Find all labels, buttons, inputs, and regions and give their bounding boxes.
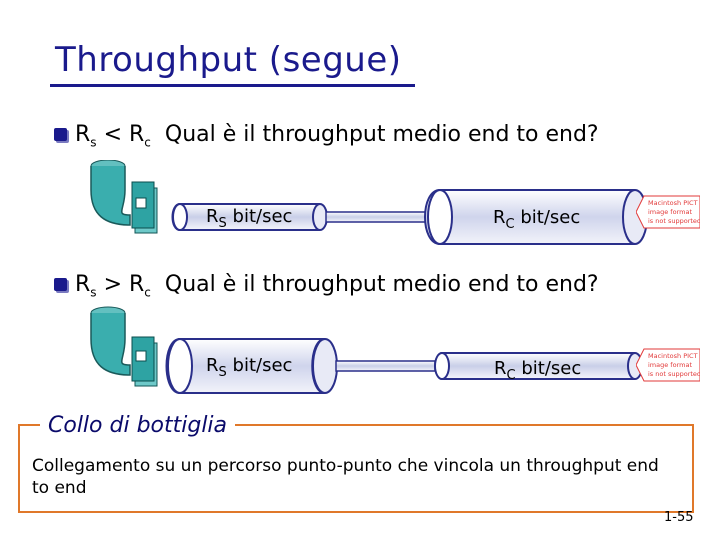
case1-question: Qual è il throughput medio end to end? — [165, 122, 599, 147]
case1-pipe1-label: RS bit/sec — [206, 206, 292, 227]
pipe-connector — [336, 361, 435, 371]
case2-pipe2-label: RC bit/sec — [494, 358, 581, 379]
pict-line-2: image format — [648, 208, 692, 216]
case1-bullet: Rs < Rc Qual è il throughput medio end t… — [54, 122, 599, 149]
source-cylinder-icon — [91, 160, 130, 225]
unsupported-image-placeholder: Macintosh PICT image format is not suppo… — [636, 347, 700, 383]
pict-line-3: is not supported — [648, 217, 700, 225]
case2-bullet: Rs > Rc Qual è il throughput medio end t… — [54, 272, 599, 299]
case2-question: Qual è il throughput medio end to end? — [165, 272, 599, 297]
bullet-square-icon — [54, 128, 67, 141]
case2-pipe1-label: RS bit/sec — [206, 355, 292, 376]
unsupported-image-placeholder: Macintosh PICT image format is not suppo… — [636, 194, 700, 230]
server-icon — [132, 337, 157, 386]
source-cylinder-icon — [91, 307, 130, 375]
server-icon — [132, 182, 157, 233]
pict-line-1: Macintosh PICT — [648, 199, 698, 207]
pict-line-1: Macintosh PICT — [648, 352, 698, 360]
case1-pipe2-label: RC bit/sec — [493, 207, 580, 228]
bottleneck-heading: Collo di bottiglia — [40, 413, 235, 438]
bottleneck-definition: Collegamento su un percorso punto-punto … — [32, 455, 672, 499]
pipe-connector — [326, 212, 435, 222]
case2-diagram — [80, 305, 720, 405]
page-number: 1-55 — [664, 510, 694, 525]
case1-diagram — [80, 160, 720, 260]
title-underline — [50, 84, 415, 87]
pict-line-3: is not supported — [648, 370, 700, 378]
pict-line-2: image format — [648, 361, 692, 369]
bullet-square-icon — [54, 278, 67, 291]
slide-title: Throughput (segue) — [55, 40, 402, 80]
